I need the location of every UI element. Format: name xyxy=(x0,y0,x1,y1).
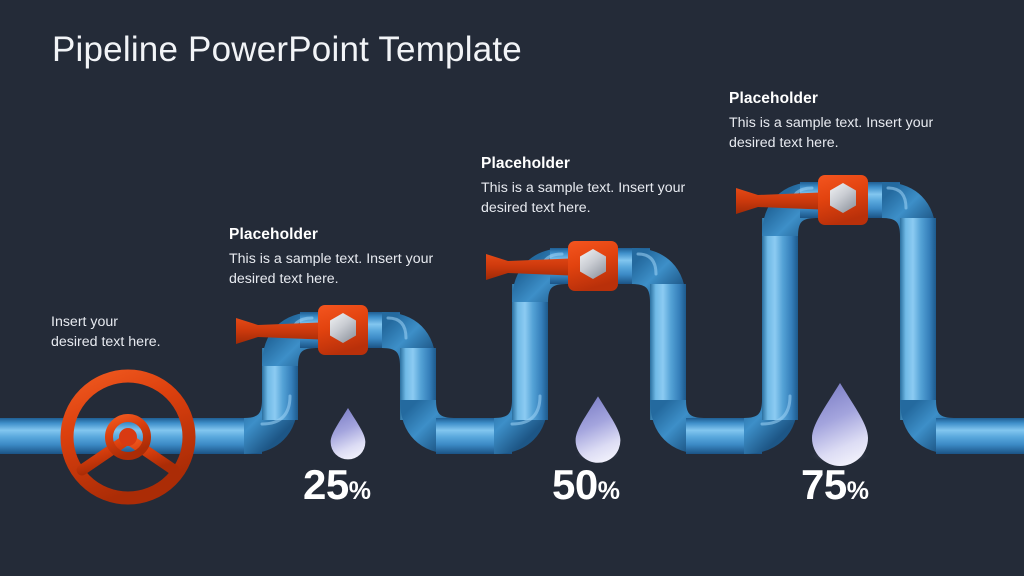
elbow-highlight xyxy=(886,186,908,210)
handwheel-spoke xyxy=(76,434,132,476)
pipe-segment-base-right xyxy=(936,418,1024,454)
valve-handwheel-icon[interactable] xyxy=(60,369,196,505)
intro-text-block: Insert your desired text here. xyxy=(51,313,201,352)
elbow-highlight xyxy=(510,394,542,426)
percentage-value: 50 xyxy=(552,461,598,508)
callout-body: This is a sample text. Insert your desir… xyxy=(481,180,686,216)
water-droplet-icon xyxy=(330,407,366,460)
elbow-highlight xyxy=(636,252,658,276)
callout-step-3: Placeholder This is a sample text. Inser… xyxy=(729,90,944,153)
lever-valve-icon[interactable] xyxy=(736,175,868,225)
callout-body: This is a sample text. Insert your desir… xyxy=(729,115,934,151)
callout-body: This is a sample text. Insert your desir… xyxy=(229,251,434,287)
callout-heading: Placeholder xyxy=(481,155,570,172)
pipe-riser-2-left xyxy=(512,284,548,420)
percent-symbol: % xyxy=(597,477,620,505)
percentage-label-50: 50% xyxy=(552,461,620,508)
handwheel-spoke xyxy=(124,434,180,476)
elbow-highlight xyxy=(760,394,792,426)
droplet-shape xyxy=(575,396,621,463)
valve-lever-handle xyxy=(236,318,332,344)
pipe-network xyxy=(0,182,1024,454)
percent-symbol: % xyxy=(846,477,869,505)
page-title: Pipeline PowerPoint Template xyxy=(52,30,522,69)
callout-heading: Placeholder xyxy=(229,226,318,243)
callout-step-1: Placeholder This is a sample text. Inser… xyxy=(229,226,444,289)
pipe-riser-3-left xyxy=(762,218,798,420)
elbow-highlight xyxy=(386,316,408,340)
pipe-riser-2-right xyxy=(650,284,686,420)
percentage-label-75: 75% xyxy=(801,461,869,508)
pipe-riser-3-right xyxy=(900,218,936,420)
hex-nut-icon xyxy=(330,313,356,343)
droplet-shape xyxy=(330,407,366,460)
intro-text-line1: Insert your xyxy=(51,314,119,330)
hex-nut-icon xyxy=(830,183,856,213)
percentage-label-25: 25% xyxy=(303,461,371,508)
lever-valve-icon[interactable] xyxy=(236,305,368,355)
handwheel-hub xyxy=(105,414,151,460)
elbow-highlight xyxy=(260,394,292,426)
valve-lever-handle xyxy=(486,254,582,280)
callout-step-2: Placeholder This is a sample text. Inser… xyxy=(481,155,696,218)
percentage-value: 25 xyxy=(303,461,349,508)
handwheel-hub-center xyxy=(119,428,137,446)
valve-lever-handle xyxy=(736,188,832,214)
water-droplet-icon xyxy=(809,383,871,466)
intro-text-line2: desired text here. xyxy=(51,333,161,350)
water-droplet-icon xyxy=(574,396,622,463)
percent-symbol: % xyxy=(348,477,371,505)
percentage-value: 75 xyxy=(801,461,847,508)
callout-heading: Placeholder xyxy=(729,90,818,107)
hex-nut-icon xyxy=(580,249,606,279)
droplet-shape xyxy=(812,383,868,466)
lever-valve-icon[interactable] xyxy=(486,241,618,291)
